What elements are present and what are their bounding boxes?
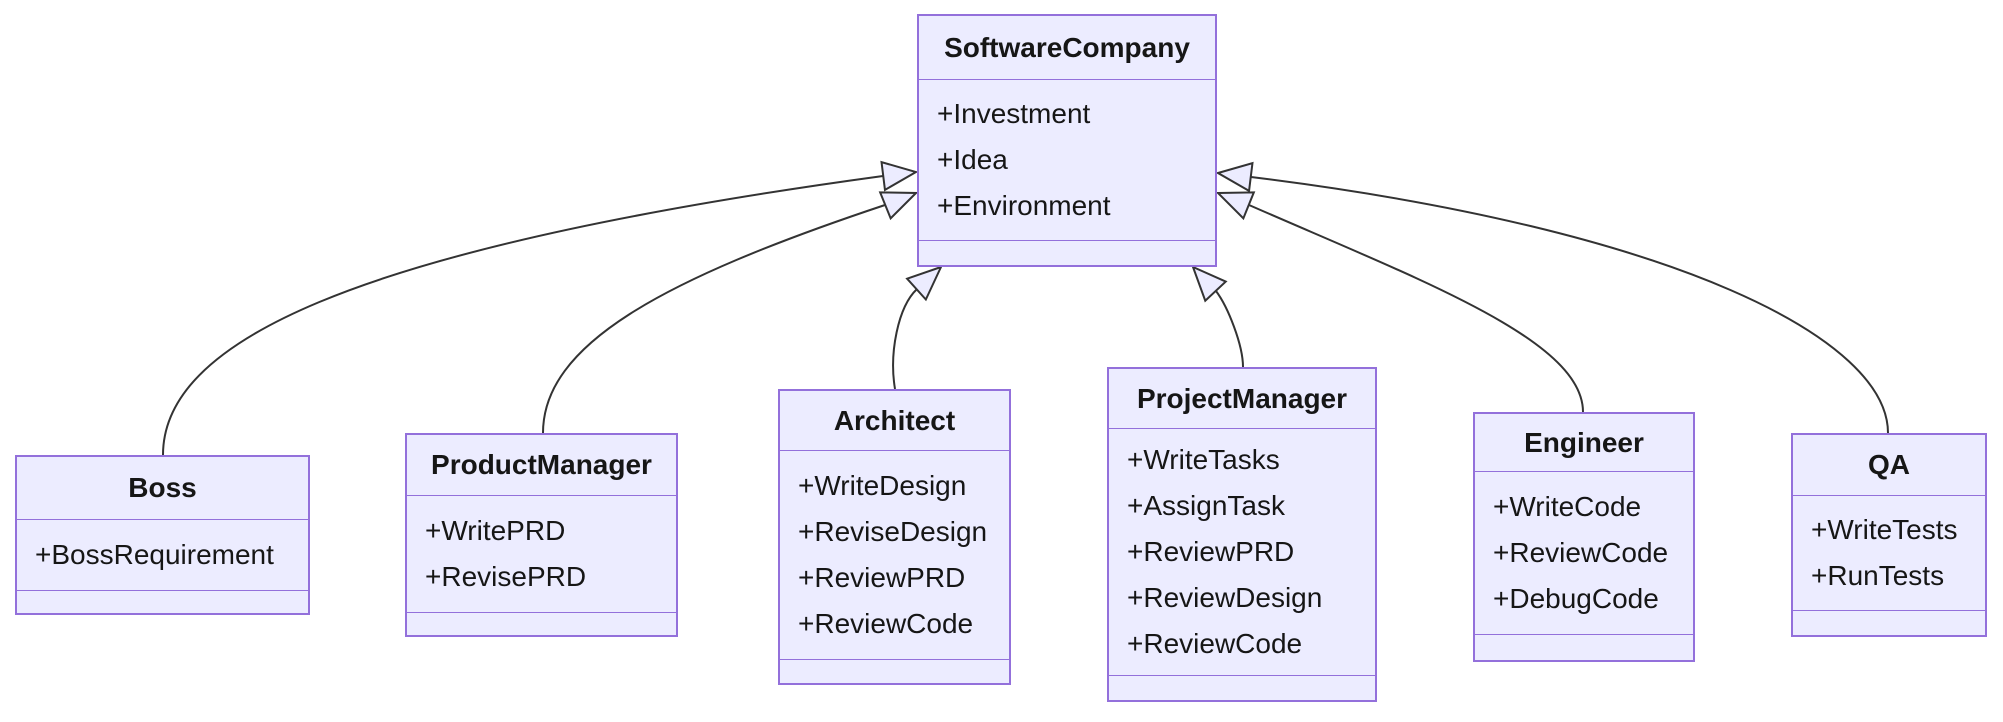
class-box-boss: Boss +BossRequirement	[15, 455, 310, 615]
class-attributes-engineer: +WriteCode +ReviewCode +DebugCode	[1475, 472, 1693, 634]
class-methods-empty-software-company	[919, 240, 1215, 265]
class-methods-empty-qa	[1793, 610, 1985, 635]
inheritance-line-qa-to-software-company	[1250, 176, 1889, 434]
inheritance-line-architect-to-software-company	[892, 288, 918, 390]
class-attributes-qa: +WriteTests +RunTests	[1793, 496, 1985, 610]
class-title-software-company: SoftwareCompany	[919, 16, 1215, 80]
class-box-architect: Architect +WriteDesign +ReviseDesign +Revie…	[778, 389, 1011, 685]
class-title-engineer: Engineer	[1475, 414, 1693, 472]
class-attribute: +WritePRD	[425, 515, 566, 546]
class-box-engineer: Engineer +WriteCode +ReviewCode +DebugCode	[1473, 412, 1695, 662]
class-attribute: +RevisePRD	[425, 561, 587, 592]
class-title-qa: QA	[1793, 435, 1985, 496]
class-attribute: +DebugCode	[1493, 583, 1659, 614]
class-methods-empty-product-manager	[407, 612, 676, 635]
class-attributes-architect: +WriteDesign +ReviseDesign +ReviewPRD +Revi…	[780, 451, 1009, 659]
class-title-architect: Architect	[780, 391, 1009, 451]
class-methods-empty-engineer	[1475, 634, 1693, 660]
inheritance-arrowhead-icon-boss	[880, 160, 919, 192]
class-attribute: +WriteDesign	[798, 470, 967, 501]
class-attribute: +RunTests	[1811, 560, 1945, 591]
class-attributes-project-manager: +WriteTasks +AssignTask +ReviewPRD +ReviewD…	[1109, 429, 1375, 675]
inheritance-line-project-manager-to-software-company	[1215, 290, 1244, 368]
class-box-product-manager: ProductManager +WritePRD +RevisePRD	[405, 433, 678, 637]
inheritance-arrowhead-icon-architect	[905, 265, 943, 302]
class-attribute: +Idea	[937, 144, 1008, 175]
class-title-product-manager: ProductManager	[407, 435, 676, 496]
class-attribute: +ReviewPRD	[798, 562, 966, 593]
class-attribute: +Investment	[937, 98, 1091, 129]
class-methods-empty-architect	[780, 659, 1009, 683]
class-box-project-manager: ProjectManager +WriteTasks +AssignTask +Rev…	[1107, 367, 1377, 702]
inheritance-arrowhead-icon-product-manager	[878, 191, 919, 221]
class-attribute: +Environment	[937, 190, 1111, 221]
class-attribute: +ReviewCode	[1493, 537, 1669, 568]
class-attribute: +ReviewDesign	[1127, 582, 1323, 613]
class-title-project-manager: ProjectManager	[1109, 369, 1375, 429]
class-attributes-product-manager: +WritePRD +RevisePRD	[407, 496, 676, 612]
class-methods-empty-boss	[17, 590, 308, 613]
class-attribute: +ReviewCode	[798, 608, 974, 639]
class-box-qa: QA +WriteTests +RunTests	[1791, 433, 1987, 637]
inheritance-line-product-manager-to-software-company	[542, 204, 886, 434]
inheritance-line-engineer-to-software-company	[1248, 204, 1584, 413]
class-attribute: +WriteCode	[1493, 491, 1642, 522]
inheritance-arrowhead-icon-qa	[1215, 161, 1254, 193]
class-attribute: +BossRequirement	[35, 539, 274, 570]
class-attribute: +ReviseDesign	[798, 516, 988, 547]
class-methods-empty-project-manager	[1109, 675, 1375, 701]
class-attributes-software-company: +Investment +Idea +Environment	[919, 80, 1215, 240]
inheritance-arrowhead-icon-engineer	[1215, 191, 1256, 221]
class-attribute: +ReviewPRD	[1127, 536, 1295, 567]
inheritance-arrowhead-icon-project-manager	[1191, 265, 1228, 303]
class-attribute: +WriteTasks	[1127, 444, 1280, 475]
inheritance-line-boss-to-software-company	[162, 175, 884, 456]
class-attribute: +AssignTask	[1127, 490, 1285, 521]
class-attributes-boss: +BossRequirement	[17, 520, 308, 590]
class-attribute: +ReviewCode	[1127, 628, 1303, 659]
class-title-boss: Boss	[17, 457, 308, 520]
class-box-software-company: SoftwareCompany +Investment +Idea +Environm…	[917, 14, 1217, 267]
class-attribute: +WriteTests	[1811, 514, 1958, 545]
